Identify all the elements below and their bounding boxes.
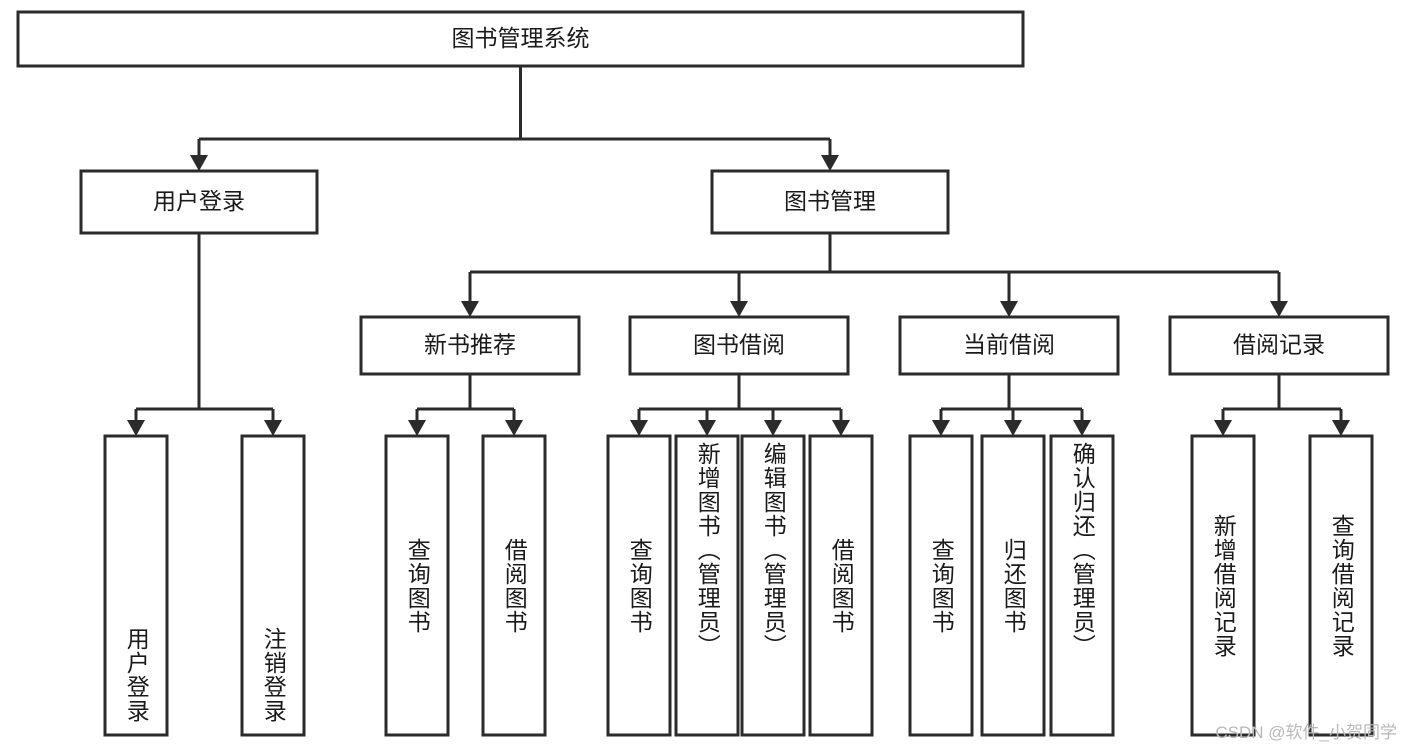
leaf-node-leaf-confirm-return[interactable] <box>1049 434 1115 737</box>
leaf-box-leaf-query-book-1 <box>384 434 450 737</box>
leaf-box-leaf-logout <box>240 434 306 737</box>
leaf-box-leaf-query-book-2 <box>606 434 672 737</box>
arrow-head-icon <box>821 155 839 171</box>
leaf-box-leaf-borrow-book-1 <box>481 434 547 737</box>
arrow-head-icon <box>1270 301 1288 317</box>
node-new-book-rec[interactable]: 新书推荐 <box>359 315 581 376</box>
arrow-head-icon <box>127 420 145 436</box>
leaf-node-leaf-query-book-3[interactable] <box>908 434 974 737</box>
watermark-text: CSDN @软件_小贺同学 <box>1215 723 1397 742</box>
leaf-node-leaf-edit-book[interactable] <box>740 434 806 737</box>
node-user-login[interactable]: 用户登录 <box>79 169 319 235</box>
leaf-node-leaf-add-record[interactable] <box>1190 434 1256 737</box>
node-label-borrow-record: 借阅记录 <box>1233 332 1325 358</box>
node-box-book-borrow <box>628 315 850 376</box>
leaf-box-leaf-return-book <box>980 434 1046 737</box>
leaf-box-leaf-query-book-3 <box>908 434 974 737</box>
node-root[interactable]: 图书管理系统 <box>16 10 1025 68</box>
node-label-book-borrow: 图书借阅 <box>693 332 785 358</box>
arrow-head-icon <box>730 301 748 317</box>
node-borrow-record[interactable]: 借阅记录 <box>1168 315 1390 376</box>
node-label-root: 图书管理系统 <box>452 25 590 51</box>
leaf-node-leaf-borrow-book-1[interactable] <box>481 434 547 737</box>
node-label-current-borrow: 当前借阅 <box>963 332 1055 358</box>
node-box-user-login <box>79 169 319 235</box>
leaf-box-leaf-borrow-book-2 <box>808 434 874 737</box>
leaf-box-leaf-add-record <box>1190 434 1256 737</box>
leaf-node-leaf-query-book-1[interactable] <box>384 434 450 737</box>
arrow-head-icon <box>832 420 850 436</box>
arrow-head-icon <box>505 420 523 436</box>
arrow-head-icon <box>932 420 950 436</box>
node-box-current-borrow <box>898 315 1120 376</box>
leaf-node-leaf-user-login[interactable] <box>103 434 169 737</box>
leaf-node-leaf-add-book[interactable] <box>674 434 740 737</box>
arrow-head-icon <box>1214 420 1232 436</box>
leaf-box-leaf-query-record <box>1308 434 1374 737</box>
leaf-box-leaf-add-book <box>674 434 740 737</box>
arrow-head-icon <box>1000 301 1018 317</box>
node-box-root <box>16 10 1025 68</box>
leaf-node-leaf-borrow-book-2[interactable] <box>808 434 874 737</box>
arrow-head-icon <box>630 420 648 436</box>
node-box-borrow-record <box>1168 315 1390 376</box>
leaf-box-leaf-confirm-return <box>1049 434 1115 737</box>
node-current-borrow[interactable]: 当前借阅 <box>898 315 1120 376</box>
node-label-user-login: 用户登录 <box>153 188 245 214</box>
arrow-head-icon <box>190 155 208 171</box>
arrow-head-icon <box>1073 420 1091 436</box>
arrow-head-icon <box>461 301 479 317</box>
leaf-node-leaf-return-book[interactable] <box>980 434 1046 737</box>
leaf-node-leaf-logout[interactable] <box>240 434 306 737</box>
arrow-head-icon <box>764 420 782 436</box>
node-book-manage[interactable]: 图书管理 <box>710 169 950 235</box>
leaf-node-leaf-query-record[interactable] <box>1308 434 1374 737</box>
node-box-book-manage <box>710 169 950 235</box>
node-book-borrow[interactable]: 图书借阅 <box>628 315 850 376</box>
node-label-new-book-rec: 新书推荐 <box>424 332 516 358</box>
leaf-box-leaf-user-login <box>103 434 169 737</box>
leaf-box-leaf-edit-book <box>740 434 806 737</box>
node-box-new-book-rec <box>359 315 581 376</box>
arrow-head-icon <box>264 420 282 436</box>
node-label-book-manage: 图书管理 <box>784 188 876 214</box>
leaf-node-leaf-query-book-2[interactable] <box>606 434 672 737</box>
arrow-head-icon <box>698 420 716 436</box>
arrow-head-icon <box>1004 420 1022 436</box>
arrow-head-icon <box>1332 420 1350 436</box>
connectors-layer <box>127 66 1350 436</box>
arrow-head-icon <box>408 420 426 436</box>
